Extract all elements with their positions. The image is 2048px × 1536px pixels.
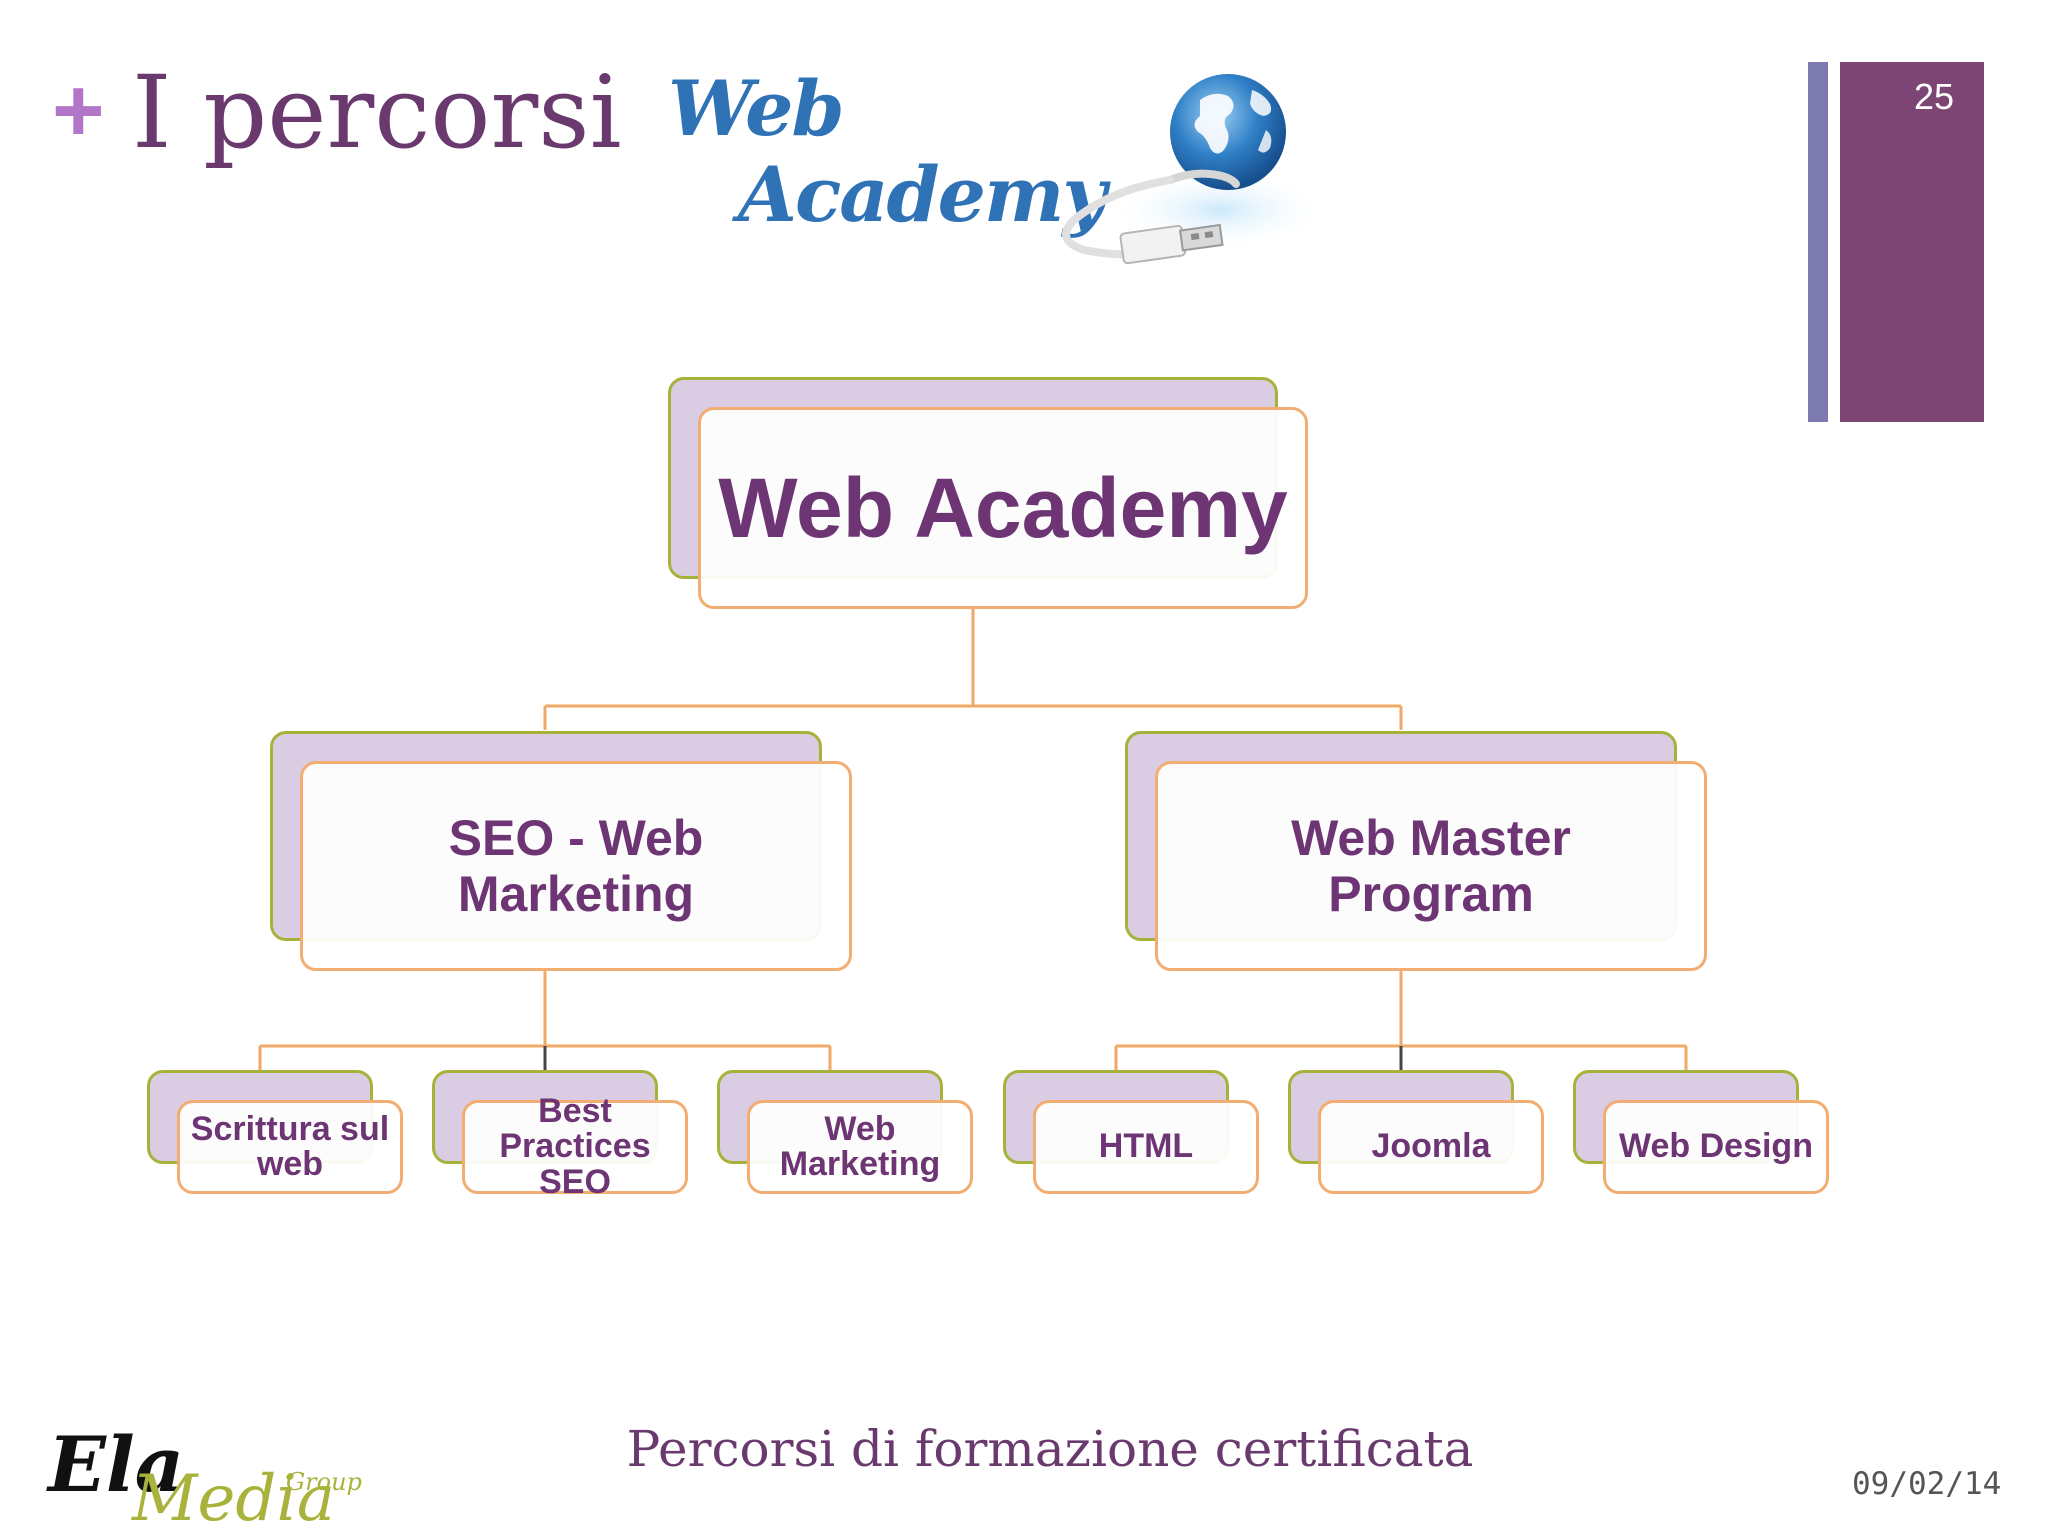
slide-title: I percorsi	[132, 54, 622, 171]
node-best-practices-seo: Best Practices SEO	[432, 1070, 688, 1199]
node-label: SEO - Web Marketing	[300, 761, 852, 971]
node-html: HTML	[1003, 1070, 1259, 1194]
footer-caption: Percorsi di formazione certificata	[626, 1420, 1474, 1478]
node-label: Joomla	[1318, 1100, 1544, 1194]
node-label: HTML	[1033, 1100, 1259, 1194]
node-label: Web Marketing	[747, 1100, 973, 1194]
brand-logo-group: Group	[286, 1468, 362, 1496]
logo-text-web: Web	[668, 64, 845, 153]
node-web-academy: Web Academy	[668, 377, 1308, 609]
plus-icon: +	[52, 61, 105, 161]
node-label: Web Academy	[698, 407, 1308, 609]
brand-logo-ela: Ela	[48, 1420, 185, 1509]
node-label: Web Master Program	[1155, 761, 1707, 971]
node-label: Scrittura sul web	[177, 1100, 403, 1194]
node-scrittura-sul-web: Scrittura sul web	[147, 1070, 403, 1194]
slide-date: 09/02/14	[1852, 1466, 2002, 1502]
logo-text-academy: Academy	[738, 150, 1107, 239]
brand-logo-media: Media	[132, 1462, 335, 1536]
node-label: Web Design	[1603, 1100, 1829, 1194]
node-web-design: Web Design	[1573, 1070, 1829, 1194]
node-web-marketing: Web Marketing	[717, 1070, 973, 1194]
accent-bar	[1840, 62, 1984, 422]
accent-bar-thin	[1808, 62, 1828, 422]
page-number: 25	[1913, 76, 1955, 117]
node-web-master-program: Web Master Program	[1125, 731, 1707, 971]
globe-usb-icon	[1020, 60, 1350, 280]
node-seo-web-marketing: SEO - Web Marketing	[270, 731, 852, 971]
node-label: Best Practices SEO	[462, 1093, 688, 1199]
node-joomla: Joomla	[1288, 1070, 1544, 1194]
